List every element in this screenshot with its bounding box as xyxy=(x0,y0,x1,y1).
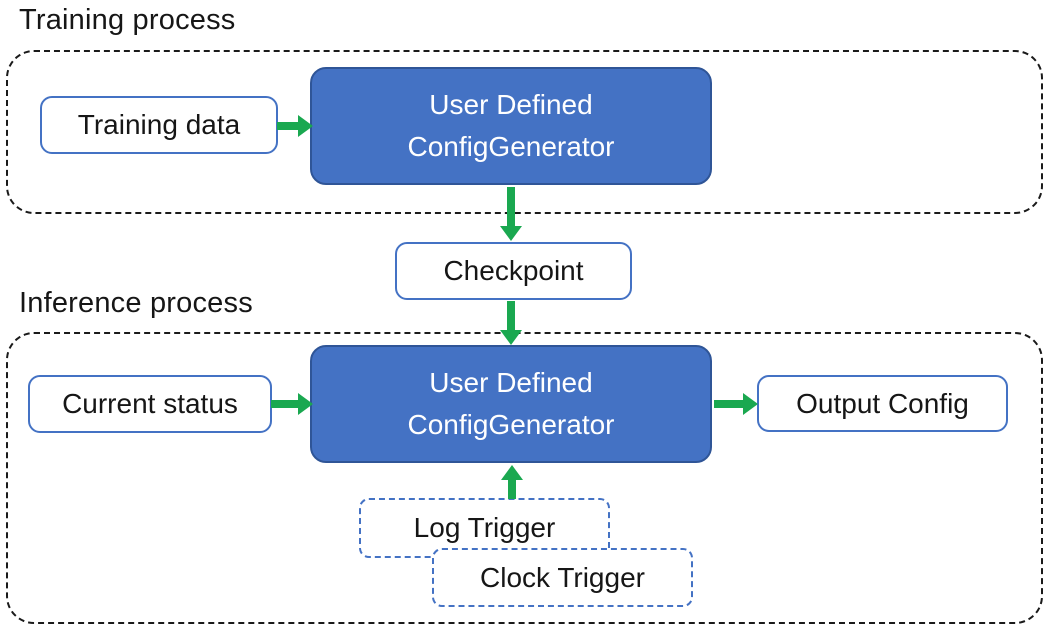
inference-generator-line1: User Defined xyxy=(429,367,593,398)
output-config-box: Output Config xyxy=(757,375,1008,432)
arrow-head-icon xyxy=(500,330,522,345)
arrow-shaft xyxy=(508,480,516,499)
arrow-generator-to-checkpoint-icon xyxy=(500,187,522,241)
arrow-triggers-to-generator-icon xyxy=(501,465,523,499)
training-process-container xyxy=(6,50,1043,214)
arrow-shaft xyxy=(507,187,515,226)
training-config-generator-box: User Defined ConfigGenerator xyxy=(310,67,712,185)
arrow-current-status-to-generator-icon xyxy=(271,393,313,415)
inference-generator-line2: ConfigGenerator xyxy=(407,409,615,440)
training-data-box: Training data xyxy=(40,96,278,154)
arrow-shaft xyxy=(507,301,515,330)
training-process-label: Training process xyxy=(19,4,236,36)
arrow-shaft xyxy=(277,122,298,130)
arrow-head-icon xyxy=(298,393,313,415)
arrow-generator-to-output-config-icon xyxy=(714,393,758,415)
arrow-training-data-to-generator-icon xyxy=(277,115,313,137)
clock-trigger-box: Clock Trigger xyxy=(432,548,693,607)
arrow-head-icon xyxy=(743,393,758,415)
arrow-shaft xyxy=(271,400,298,408)
inference-process-container xyxy=(6,332,1043,624)
checkpoint-box: Checkpoint xyxy=(395,242,632,300)
arrow-head-icon xyxy=(501,465,523,480)
arrow-checkpoint-to-generator-icon xyxy=(500,301,522,345)
current-status-box: Current status xyxy=(28,375,272,433)
arrow-shaft xyxy=(714,400,743,408)
training-generator-line2: ConfigGenerator xyxy=(407,131,615,162)
inference-config-generator-box: User Defined ConfigGenerator xyxy=(310,345,712,463)
arrow-head-icon xyxy=(298,115,313,137)
training-generator-line1: User Defined xyxy=(429,89,593,120)
inference-process-label: Inference process xyxy=(19,287,253,319)
arrow-head-icon xyxy=(500,226,522,241)
